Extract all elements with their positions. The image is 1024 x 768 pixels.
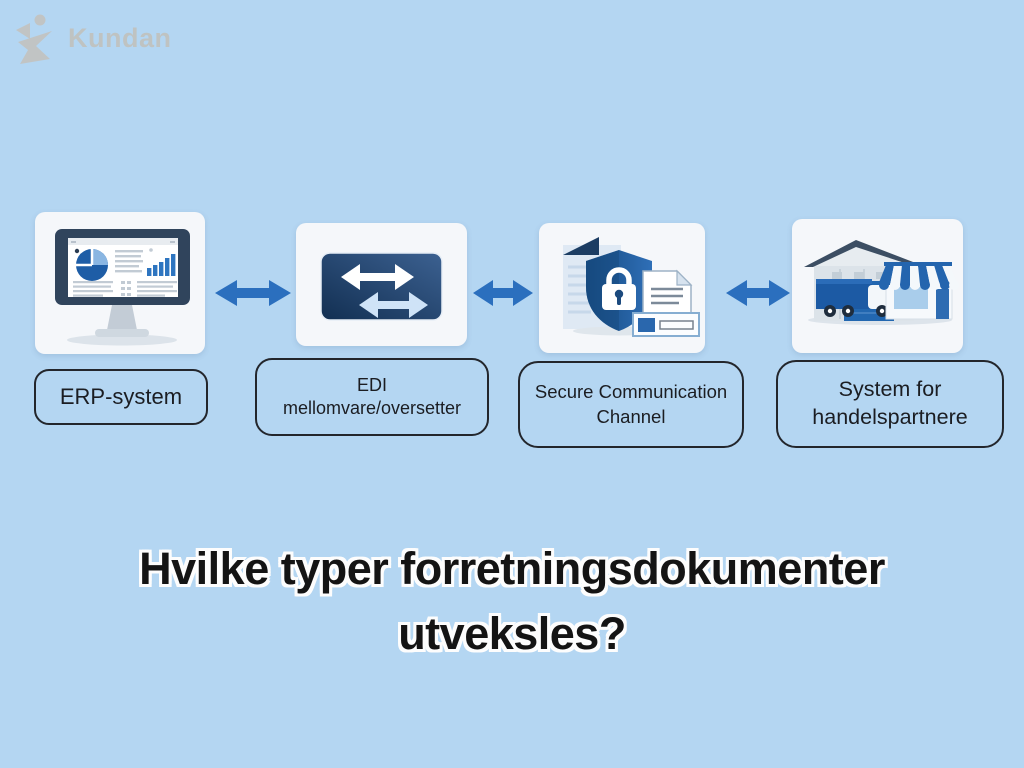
trading-partners-label-box: System for handelspartnere (776, 360, 1004, 448)
warehouse-store-icon (792, 219, 963, 353)
trading-partners-label-line2: handelspartnere (812, 405, 968, 429)
double-headed-arrow-icon (213, 277, 293, 309)
erp-dashboard-monitor-icon (35, 212, 205, 354)
page-title: Hvilke typer forretningsdokumenter utvek… (0, 536, 1024, 666)
secure-channel-label-line2: Channel (596, 405, 666, 427)
erp-label-box: ERP-system (34, 369, 208, 425)
watermark-brand-text: Kundan (68, 22, 172, 53)
watermark: Kundan (10, 12, 172, 64)
edi-label-line1: EDI (356, 374, 387, 395)
double-headed-arrow-icon (724, 277, 792, 309)
trading-partners-label-line1: System for (838, 377, 942, 402)
secure-channel-label-box: Secure Communication Channel (518, 361, 744, 448)
secure-channel-label-line1: Secure Communication (534, 381, 728, 403)
secure-channel-node-card (539, 223, 705, 353)
edi-label-line2: mellomvare/oversetter (282, 398, 462, 418)
edi-node-card (296, 223, 467, 346)
page-title-line2: utveksles? (398, 608, 626, 659)
secure-shield-lock-icon (539, 223, 705, 353)
double-headed-arrow-icon (471, 277, 535, 309)
edi-label-box: EDI mellomvare/oversetter (255, 358, 489, 436)
edi-exchange-arrows-icon (296, 223, 467, 346)
page-title-line1: Hvilke typer forretningsdokumenter (139, 543, 885, 594)
erp-label-text: ERP-system (59, 383, 183, 409)
erp-node-card (35, 212, 205, 354)
trading-partners-node-card (792, 219, 963, 353)
kundan-logo-icon (10, 12, 58, 64)
